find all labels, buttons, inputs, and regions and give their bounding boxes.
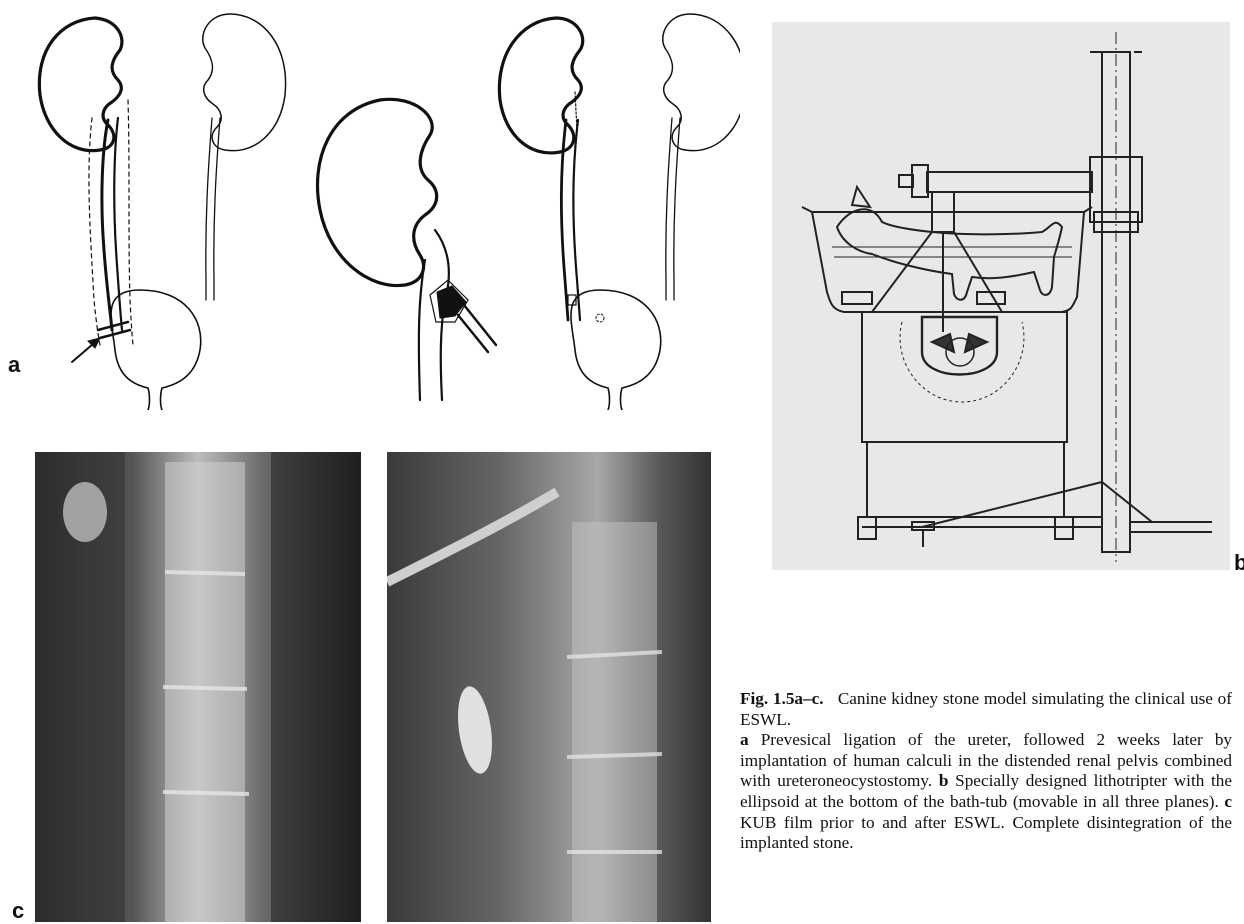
kidney-ligation-drawing (0, 0, 740, 410)
lithotripter-drawing (772, 22, 1230, 570)
caption-item-c-text: KUB film prior to and after ESWL. Comple… (740, 813, 1232, 853)
panel-label-a: a (8, 352, 20, 378)
caption-figure-label: Fig. 1.5a–c. (740, 689, 824, 708)
xray-before-image (35, 452, 361, 922)
xray-after-image (387, 452, 711, 922)
xray-before (35, 452, 361, 922)
figure-caption: Fig. 1.5a–c. Canine kidney stone model s… (740, 689, 1232, 854)
figure-panel-b: b (772, 22, 1230, 570)
xray-after (387, 452, 711, 922)
panel-label-b: b (1234, 550, 1244, 576)
caption-item-c-letter: c (1224, 792, 1232, 811)
figure-panel-a: a (0, 0, 740, 410)
caption-item-b-letter: b (939, 771, 949, 790)
caption-item-a-letter: a (740, 730, 749, 749)
panel-label-c: c (12, 898, 24, 924)
